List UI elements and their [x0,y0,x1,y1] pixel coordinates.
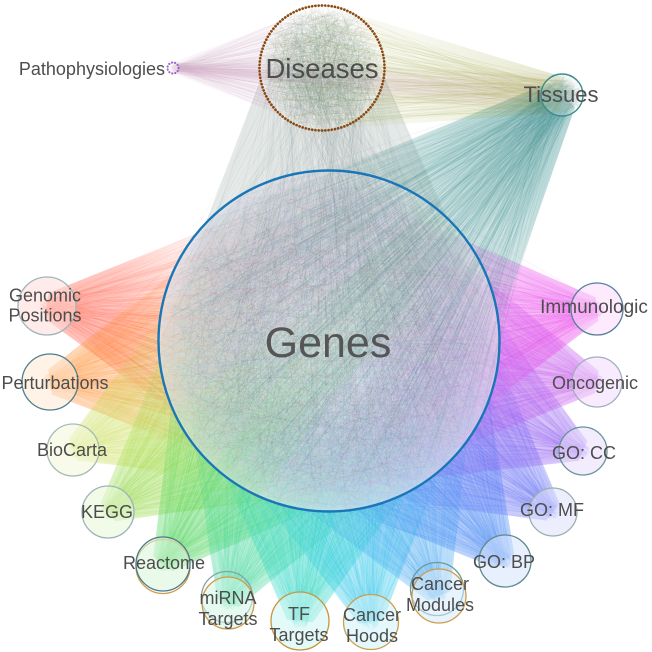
svg-text:GO: BP: GO: BP [473,552,535,572]
svg-text:Genomic: Genomic [9,286,81,306]
svg-text:Pathophysiologies: Pathophysiologies [19,59,165,79]
svg-text:Diseases: Diseases [265,53,378,84]
svg-text:Targets: Targets [198,609,257,629]
svg-text:GO: CC: GO: CC [552,443,616,463]
svg-text:Cancer: Cancer [411,574,469,594]
svg-text:Oncogenic: Oncogenic [552,373,638,393]
svg-text:Hoods: Hoods [346,626,398,646]
svg-text:Tissues: Tissues [524,82,599,107]
svg-text:KEGG: KEGG [81,502,133,522]
svg-text:Positions: Positions [8,306,81,326]
svg-text:Targets: Targets [269,625,328,645]
svg-text:miRNA: miRNA [200,588,257,608]
svg-text:Reactome: Reactome [123,553,205,573]
svg-text:BioCarta: BioCarta [37,440,108,460]
svg-text:TF: TF [288,604,310,624]
svg-text:Perturbations: Perturbations [1,373,108,393]
svg-text:Modules: Modules [406,595,474,615]
svg-text:GO: MF: GO: MF [520,500,584,520]
svg-text:Genes: Genes [265,319,392,367]
svg-text:Immunologic: Immunologic [540,297,648,318]
svg-text:Cancer: Cancer [343,605,401,625]
